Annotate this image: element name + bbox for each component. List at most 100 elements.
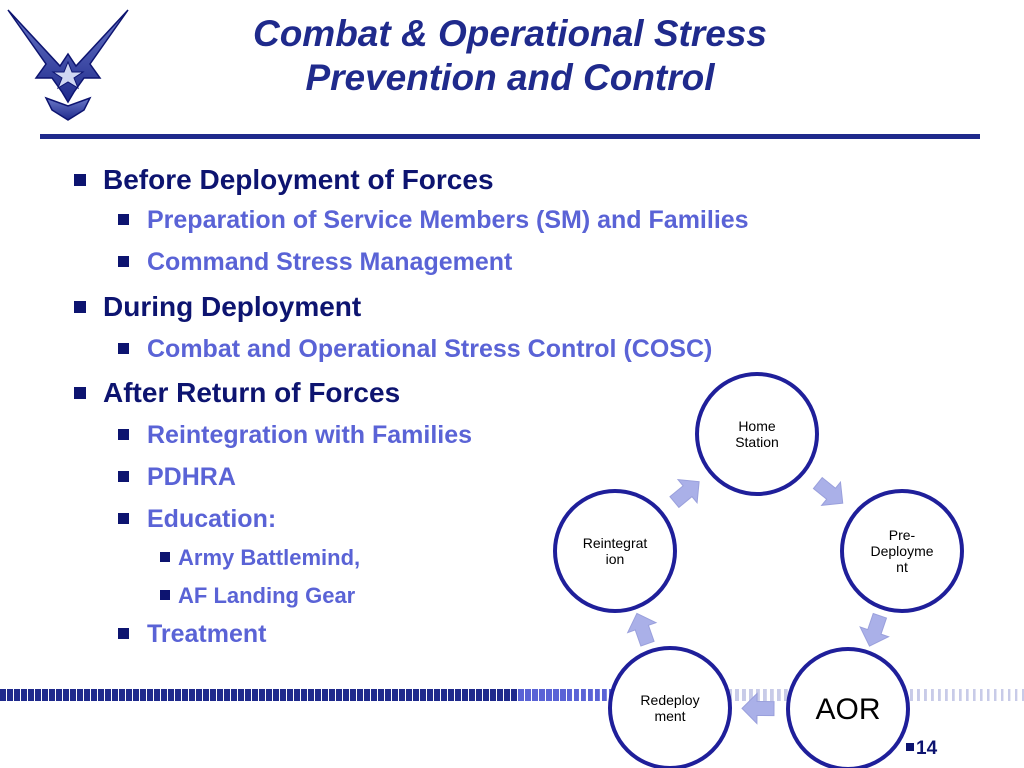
bullet-item-level-2: Treatment xyxy=(118,620,266,649)
cycle-arrow xyxy=(812,476,844,507)
footer-bar-segment xyxy=(161,689,167,701)
bullet-marker xyxy=(118,213,129,225)
cycle-node-label: nt xyxy=(896,559,908,575)
footer-bar-segment xyxy=(413,689,419,701)
bullet-text: Reintegration with Families xyxy=(147,421,473,449)
footer-bar-segment xyxy=(259,689,265,701)
footer-bar-segment xyxy=(308,689,314,701)
footer-bar-segment xyxy=(28,689,34,701)
bullet-text: Army Battlemind, xyxy=(178,545,361,570)
footer-bar-segment xyxy=(427,689,433,701)
footer-bar-segment xyxy=(336,689,342,701)
cycle-arrow xyxy=(626,612,658,647)
footer-bar-segment xyxy=(763,689,767,701)
cycle-arrow xyxy=(669,479,700,509)
footer-bar-segment xyxy=(70,689,76,701)
footer-bar-segment xyxy=(924,689,927,701)
slide-title-line-2: Prevention and Control xyxy=(305,57,715,98)
footer-bar-segment xyxy=(560,689,566,701)
footer-bar-segment xyxy=(420,689,426,701)
footer-bar-segment xyxy=(1001,689,1004,701)
bullet-marker xyxy=(74,386,86,399)
footer-bar-segment xyxy=(189,689,195,701)
footer-bar-segment xyxy=(546,689,552,701)
bullet-item-level-1: Before Deployment of Forces xyxy=(74,164,494,196)
footer-bar-segment xyxy=(21,689,27,701)
footer-bar-segment xyxy=(343,689,349,701)
footer-bar-segment xyxy=(119,689,125,701)
slide-title-line-1: Combat & Operational Stress xyxy=(252,13,767,54)
footer-bar-segment xyxy=(329,689,335,701)
air-force-logo xyxy=(7,9,129,121)
footer-bar-segment xyxy=(140,689,146,701)
bullet-marker xyxy=(118,512,129,524)
footer-bar-segment xyxy=(315,689,321,701)
footer-bar-segment xyxy=(1015,689,1018,701)
footer-bar-segment xyxy=(567,689,572,701)
cycle-node-reintegration: Reintegration xyxy=(553,489,677,613)
footer-bar-segment xyxy=(0,689,6,701)
footer-bar-segment xyxy=(203,689,209,701)
footer-bar-segment xyxy=(56,689,62,701)
footer-bar-segment xyxy=(931,689,934,701)
footer-bar-segment xyxy=(1008,689,1011,701)
footer-bar-segment xyxy=(42,689,48,701)
footer-bar-segment xyxy=(581,689,586,701)
footer-bar-segment xyxy=(98,689,104,701)
footer-bar-segment xyxy=(469,689,475,701)
bullet-marker xyxy=(160,552,170,563)
footer-bar-segment xyxy=(588,689,593,701)
footer-bar-segment xyxy=(266,689,272,701)
bullet-marker xyxy=(118,342,129,354)
footer-bar-segment xyxy=(371,689,377,701)
footer-bar-segment xyxy=(476,689,482,701)
footer-bar-segment xyxy=(252,689,258,701)
cycle-node-label: ment xyxy=(654,708,685,724)
bullet-marker xyxy=(118,255,129,267)
footer-bar-segment xyxy=(245,689,251,701)
cycle-node-pre-deployment: Pre-Deployment xyxy=(840,489,964,613)
footer-bar-segment xyxy=(525,689,531,701)
cycle-node-label: Reintegrat xyxy=(583,535,648,551)
cycle-diagram: HomeStationPre-DeploymentAORRedeployment… xyxy=(553,372,964,768)
bullet-marker xyxy=(74,173,86,186)
footer-bar-segment xyxy=(595,689,600,701)
footer-bar-segment xyxy=(497,689,503,701)
footer-bar-segment xyxy=(749,689,753,701)
footer-bar-segment xyxy=(168,689,174,701)
bullet-text: Preparation of Service Members (SM) and … xyxy=(147,206,749,234)
footer-bar-segment xyxy=(196,689,202,701)
bullet-item-level-3: Army Battlemind, xyxy=(160,545,360,571)
footer-bar-segment xyxy=(287,689,293,701)
bullet-item-level-2: Command Stress Management xyxy=(118,248,512,277)
footer-bar-segment xyxy=(280,689,286,701)
footer-bar-segment xyxy=(105,689,111,701)
bullet-text: PDHRA xyxy=(147,463,236,491)
bullet-item-level-1: During Deployment xyxy=(74,291,361,323)
footer-bar-segment xyxy=(553,689,559,701)
footer-bar-segment xyxy=(462,689,468,701)
footer-bar-segment xyxy=(49,689,55,701)
footer-bar-segment xyxy=(770,689,774,701)
cycle-node-label: Pre- xyxy=(889,527,916,543)
footer-bar-segment xyxy=(735,689,739,701)
footer-bar-segment xyxy=(154,689,160,701)
bullet-text: Before Deployment of Forces xyxy=(103,164,494,195)
footer-bar-segment xyxy=(455,689,461,701)
footer-bar-segment xyxy=(112,689,118,701)
footer-bar-segment xyxy=(35,689,41,701)
footer-bar-segment xyxy=(434,689,440,701)
footer-bar-segment xyxy=(973,689,976,701)
cycle-node-label: Home xyxy=(738,418,776,434)
footer-bar-segment xyxy=(987,689,990,701)
footer-bar-segment xyxy=(539,689,545,701)
cycle-node-aor: AOR xyxy=(786,647,910,768)
footer-bar-segment xyxy=(490,689,496,701)
footer-bar-segment xyxy=(448,689,454,701)
footer-bar-segment xyxy=(238,689,244,701)
footer-bar-segment xyxy=(126,689,132,701)
footer-bar-segment xyxy=(273,689,279,701)
footer-bar-segment xyxy=(224,689,230,701)
